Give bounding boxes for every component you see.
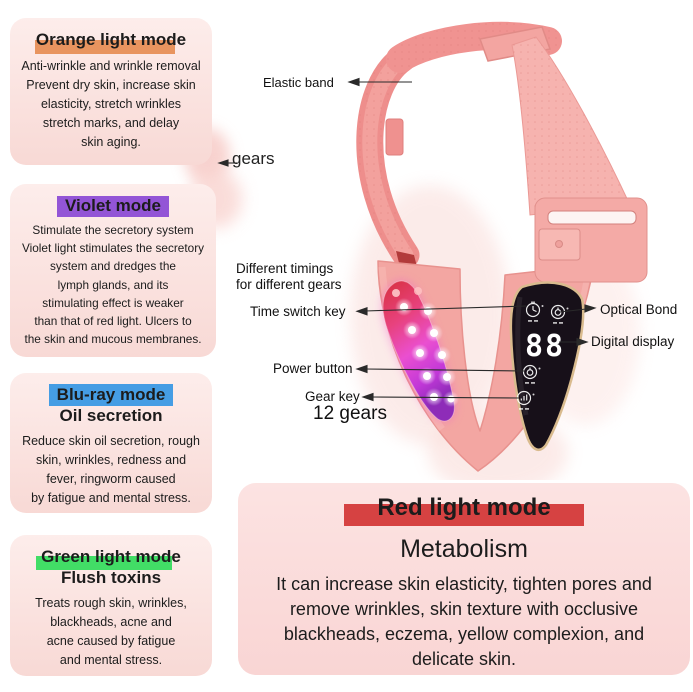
digital-display-label: Digital display bbox=[591, 334, 675, 349]
box-body-text: Stimulate the secretory system Violet li… bbox=[21, 223, 205, 347]
gears-label: gears bbox=[232, 149, 275, 168]
box-title: Green light mode bbox=[10, 546, 212, 570]
green-light-mode-box: Green light mode Flush toxins Treats rou… bbox=[10, 535, 212, 676]
box-title: Violet mode bbox=[10, 195, 216, 218]
digital-display-value: 88 bbox=[525, 329, 565, 364]
elastic-band-graphic bbox=[356, 21, 631, 271]
icon-sublabels bbox=[519, 320, 563, 410]
box-title: Orange light mode bbox=[10, 29, 212, 54]
red-light-mode-box: Red light mode Metabolism It can increas… bbox=[238, 483, 690, 675]
box-subtitle: Flush toxins bbox=[60, 568, 162, 587]
power-button-label: Power button bbox=[273, 361, 353, 376]
box-subtitle: Oil secretion bbox=[59, 406, 163, 425]
elastic-band-label: Elastic band bbox=[263, 75, 334, 90]
title-highlight-bar bbox=[48, 384, 174, 407]
title-highlight-bar bbox=[56, 195, 170, 218]
different-timings-label: Different timings for different gears bbox=[236, 261, 342, 292]
orange-light-mode-box: Orange light mode Anti-wrinkle and wrink… bbox=[10, 18, 212, 165]
gear-key-label: Gear key bbox=[305, 389, 360, 404]
title-highlight-bar bbox=[344, 504, 584, 526]
power-icon bbox=[522, 364, 538, 380]
box-body-text: Reduce skin oil secretion, rough skin, w… bbox=[22, 434, 200, 505]
optical-bond-label: Optical Bond bbox=[600, 302, 678, 317]
box-subtitle: Metabolism bbox=[400, 535, 528, 563]
title-highlight-bar bbox=[34, 39, 176, 54]
time-switch-key-label: Time switch key bbox=[250, 304, 346, 319]
product-illustration: 88 bbox=[350, 21, 648, 480]
box-body-text: Treats rough skin, wrinkles, blackheads,… bbox=[35, 596, 187, 667]
blu-ray-mode-box: Blu-ray mode Oil secretion Reduce skin o… bbox=[10, 373, 212, 513]
timer-icon bbox=[525, 301, 541, 318]
band-adjuster-buckle bbox=[385, 118, 404, 156]
control-panel: 88 bbox=[509, 281, 585, 452]
violet-mode-box: Violet mode Stimulate the secretory syst… bbox=[10, 184, 216, 357]
box-body-text: Anti-wrinkle and wrinkle removal Prevent… bbox=[21, 59, 201, 149]
strap-buckle bbox=[534, 197, 648, 283]
buckle-slot bbox=[547, 210, 637, 225]
box-title: Red light mode bbox=[238, 493, 690, 526]
twelve-gears-label: 12 gears bbox=[313, 403, 387, 424]
box-body-text: It can increase skin elasticity, tighten… bbox=[276, 574, 652, 669]
led-panel bbox=[382, 280, 459, 422]
box-title: Blu-ray mode bbox=[10, 384, 212, 407]
title-highlight-bar bbox=[36, 555, 172, 570]
